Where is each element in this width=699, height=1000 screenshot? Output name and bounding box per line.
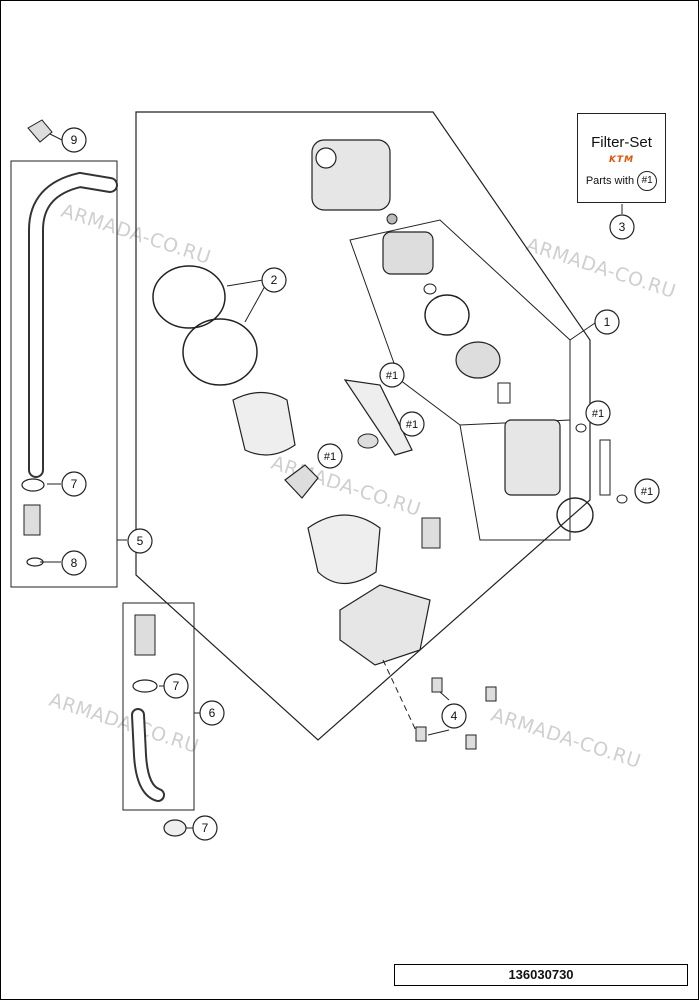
callout-9: 9 [61,127,87,153]
callout-2: 2 [261,267,287,293]
watermark: ARMADA-CO.RU [523,234,678,303]
callout-hash-1: #1 [634,478,660,504]
hose-clamp [132,679,158,693]
ktm-logo: KTM [608,155,635,165]
retaining-clip [284,464,319,499]
pump-housing [307,514,381,584]
svg-text:#1: #1 [592,408,604,420]
svg-text:4: 4 [451,709,458,723]
svg-text:9: 9 [71,133,78,147]
svg-text:#1: #1 [406,419,418,431]
callout-3: 3 [609,214,635,240]
quick-connector [134,614,156,656]
filter-set-box: Filter-Set KTM Parts with #1 [577,113,666,203]
svg-text:#1: #1 [386,370,398,382]
bolt-axis [382,659,419,736]
subassembly-outline-lower [459,420,571,541]
callout-1: 1 [594,309,620,335]
svg-text:7: 7 [202,821,209,835]
svg-text:#1: #1 [641,486,653,498]
svg-text:5: 5 [137,534,144,548]
svg-text:3: 3 [619,220,626,234]
screw [485,686,497,702]
hose-connector [23,504,41,536]
watermark: ARMADA-CO.RU [46,689,201,758]
watermark: ARMADA-CO.RU [488,704,643,773]
fuel-filter [382,231,434,275]
callout-7: 7 [192,815,218,841]
svg-text:#1: #1 [324,451,336,463]
spring [386,213,398,225]
seal-ring [152,265,226,329]
svg-text:6: 6 [209,706,216,720]
fuel-hose-inner [30,173,116,476]
pump-flange [339,584,431,666]
parts-ref: #1 [637,171,658,191]
assembly-outline [135,111,591,741]
callout-hash-1: #1 [399,411,425,437]
o-ring-small [575,423,587,433]
leader-lines [40,133,623,829]
screw [415,726,427,742]
svg-text:1: 1 [604,315,611,329]
filter-set-parts: Parts with #1 [578,171,665,191]
filter-set-title: Filter-Set [591,134,652,151]
screw [431,677,443,693]
hose-clamp [163,819,187,837]
filter-sleeve [232,391,296,456]
seal-ring [182,318,258,386]
guide-plate [343,379,413,456]
callout-8: 8 [61,550,87,576]
hose-bend-inner [133,710,163,800]
callout-hash-1: #1 [585,400,611,426]
callout-4: 4 [441,703,467,729]
pump-port [315,147,337,169]
fuel-pump-motor [504,419,561,496]
callout-hash-1: #1 [317,443,343,469]
screw [465,734,477,750]
svg-text:8: 8 [71,556,78,570]
hose-clamp [21,478,45,492]
svg-text:7: 7 [173,679,180,693]
svg-text:2: 2 [271,273,278,287]
seal-ring [424,294,470,336]
group-6-box [122,602,195,811]
o-ring-small [616,494,628,504]
callout-7: 7 [163,673,189,699]
pin [599,439,611,496]
callout-6: 6 [199,700,225,726]
holder-clip [357,433,379,449]
o-ring [423,283,437,295]
document-number: 136030730 [394,964,688,986]
parts-label: Parts with [585,174,635,187]
callout-5: 5 [127,528,153,554]
callout-7: 7 [61,471,87,497]
group-5-box [10,160,118,588]
svg-text:7: 7 [71,477,78,491]
hose-clip [27,119,53,143]
o-ring-large [556,497,594,533]
electrical-connector [421,517,441,549]
pressure-regulator [455,341,501,379]
sleeve [497,382,511,404]
callout-hash-1: #1 [379,362,405,388]
